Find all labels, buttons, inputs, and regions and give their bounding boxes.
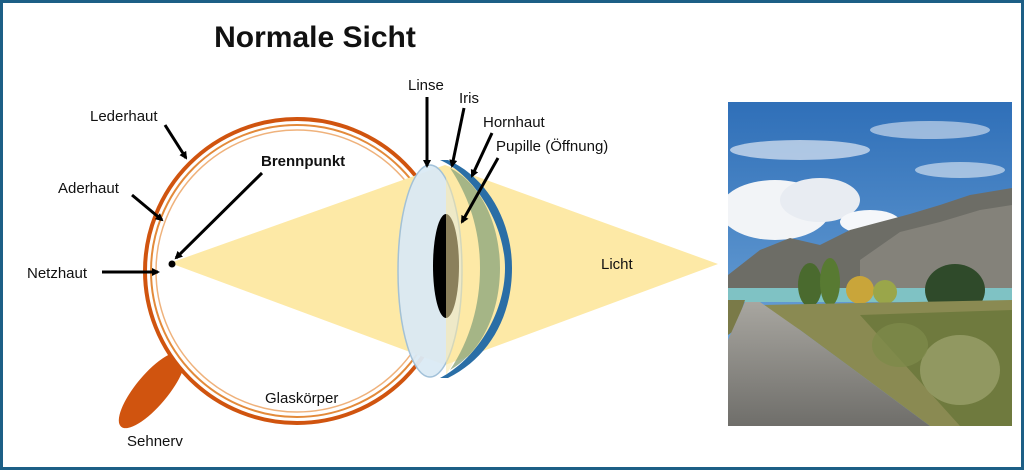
label-lederhaut: Lederhaut xyxy=(90,108,158,125)
label-sehnerv: Sehnerv xyxy=(127,433,183,450)
light-cone-outer xyxy=(445,165,718,365)
label-glaskoerper: Glaskörper xyxy=(265,390,338,407)
label-netzhaut: Netzhaut xyxy=(27,265,88,282)
light-cone-inner xyxy=(170,165,445,365)
optic-nerve xyxy=(118,351,186,429)
arrow-iris xyxy=(449,107,466,168)
label-iris: Iris xyxy=(459,90,479,107)
arrow-aderhaut xyxy=(131,193,164,222)
landscape-photo-icon xyxy=(728,102,1012,426)
arrow-pupille xyxy=(460,157,500,224)
label-hornhaut: Hornhaut xyxy=(483,114,546,131)
arrow-hornhaut xyxy=(470,132,494,178)
page-title: Normale Sicht xyxy=(214,21,416,54)
arrow-brennpunkt xyxy=(174,171,264,260)
label-pupille: Pupille (Öffnung) xyxy=(496,137,608,155)
label-linse: Linse xyxy=(408,77,444,94)
arrow-lederhaut xyxy=(163,124,188,160)
label-licht: Licht xyxy=(601,256,634,273)
focal-point-dot xyxy=(168,260,176,268)
label-aderhaut: Aderhaut xyxy=(58,180,120,197)
cornea-shape xyxy=(440,160,512,378)
iris-shape xyxy=(450,168,500,370)
label-brennpunkt: Brennpunkt xyxy=(261,153,345,170)
